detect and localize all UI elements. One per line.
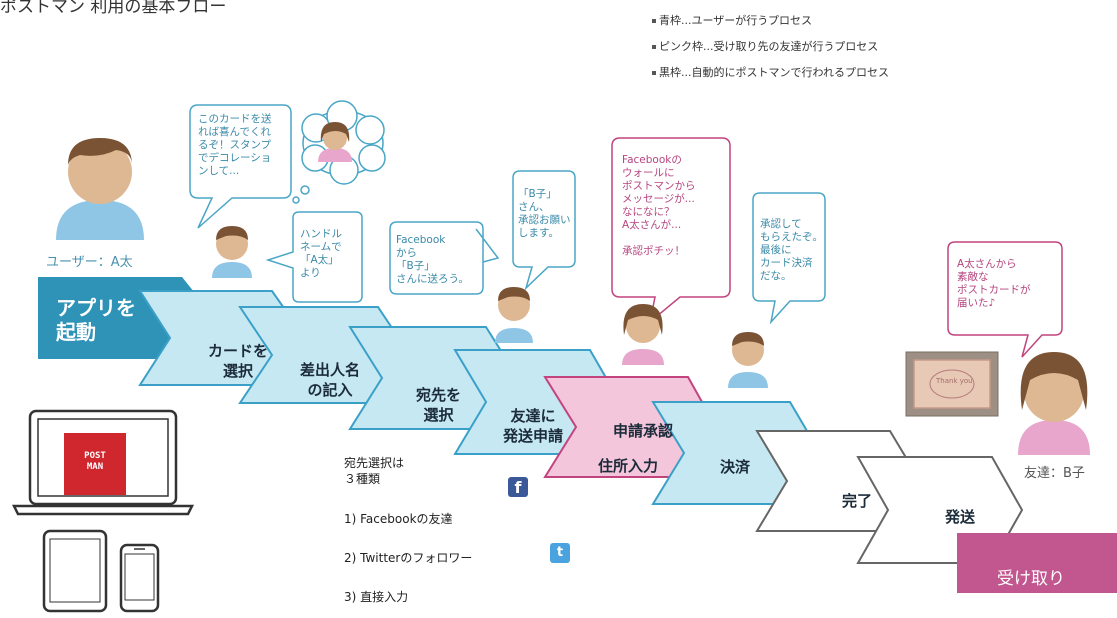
method-facebook: 1) Facebookの友達 — [344, 512, 453, 526]
page-title: ポストマン 利用の基本フロー — [0, 0, 227, 17]
step-address: 住所入力 — [598, 457, 659, 475]
sender-label: ユーザー：A太 — [46, 255, 133, 270]
friend-b-large — [1018, 352, 1090, 455]
step-destination: 宛先を 選択 — [416, 386, 462, 424]
step-select-card: カードを 選択 — [208, 342, 269, 380]
bubble-request-shape — [512, 170, 576, 291]
step-shipping: 発送 — [945, 508, 976, 526]
bubble-card-text: このカードを送れば喜んでくれるぞ！スタンプでデコレーションして... — [198, 113, 272, 177]
user-a-small-3 — [728, 332, 768, 388]
facebook-icon: f — [508, 477, 528, 497]
step-app-start: アプリを 起動 — [56, 296, 136, 344]
laptop-icon — [11, 409, 195, 516]
step-receive: 受け取り — [997, 569, 1065, 589]
bubble-handle-shape — [265, 211, 363, 303]
bubble-facebook-shape — [389, 221, 500, 295]
legend-item-blue: 青枠...ユーザーが行うプロセス — [652, 8, 889, 34]
bubble-card-shape — [189, 104, 292, 229]
bubble-approved-shape — [752, 192, 826, 325]
bubble-approved-text: 承認してもらえたぞ。最後にカード決済だな。 — [760, 218, 823, 282]
method-twitter: 2) Twitterのフォロワー — [344, 551, 473, 565]
phone-icon — [119, 543, 160, 613]
postcard-icon — [905, 351, 999, 417]
friend-b-small-1 — [622, 304, 664, 365]
step-shapes — [38, 277, 1117, 593]
twitter-icon: t — [550, 543, 570, 563]
user-a-small-2 — [495, 287, 533, 343]
tablet-icon — [42, 529, 108, 613]
bubble-received-text: A太さんから素敵なポストカードが届いた♪ — [957, 258, 1031, 309]
postman-logo: POST MAN — [64, 433, 126, 495]
cloud-person — [318, 122, 352, 162]
legend-item-black: 黒枠...自動的にポストマンで行われるプロセス — [652, 60, 889, 86]
step-approval: 申請承認 — [613, 422, 674, 440]
step-sender-name: 差出人名 の記入 — [300, 361, 361, 399]
bubble-received-shape — [947, 241, 1063, 358]
speech-bubbles — [189, 104, 826, 325]
step-receive-shape — [957, 533, 1117, 593]
method-direct: 3) 直接入力 — [344, 590, 409, 604]
step-complete: 完了 — [842, 492, 873, 510]
bubble-friend-notice-text: Facebookのウォールにポストマンからメッセージが...なになに？A太さんが… — [622, 154, 696, 257]
step-payment: 決済 — [720, 458, 751, 476]
step-request: 友達に 発送申請 — [503, 407, 564, 445]
postcard-text: Thank you — [936, 377, 973, 385]
bubble-handle-text: ハンドルネームで「A太」より — [300, 228, 342, 279]
bubble-request-text: 「B子」さん、承認お願いします。 — [518, 188, 571, 239]
legend: 青枠...ユーザーが行うプロセス ピンク枠...受け取り先の友達が行うプロセス … — [652, 8, 889, 86]
person-icon — [56, 122, 1090, 455]
receiver-label: 友達：B子 — [1024, 466, 1085, 481]
bubble-friend-notice-shape — [611, 137, 731, 324]
legend-item-pink: ピンク枠...受け取り先の友達が行うプロセス — [652, 34, 889, 60]
user-a-large — [56, 138, 144, 240]
user-a-small-1 — [212, 226, 252, 278]
